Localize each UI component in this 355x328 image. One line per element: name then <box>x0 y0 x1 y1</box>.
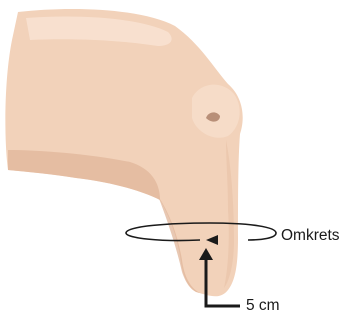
distance-label: 5 cm <box>246 297 280 314</box>
circumference-label: Omkrets <box>281 227 340 244</box>
